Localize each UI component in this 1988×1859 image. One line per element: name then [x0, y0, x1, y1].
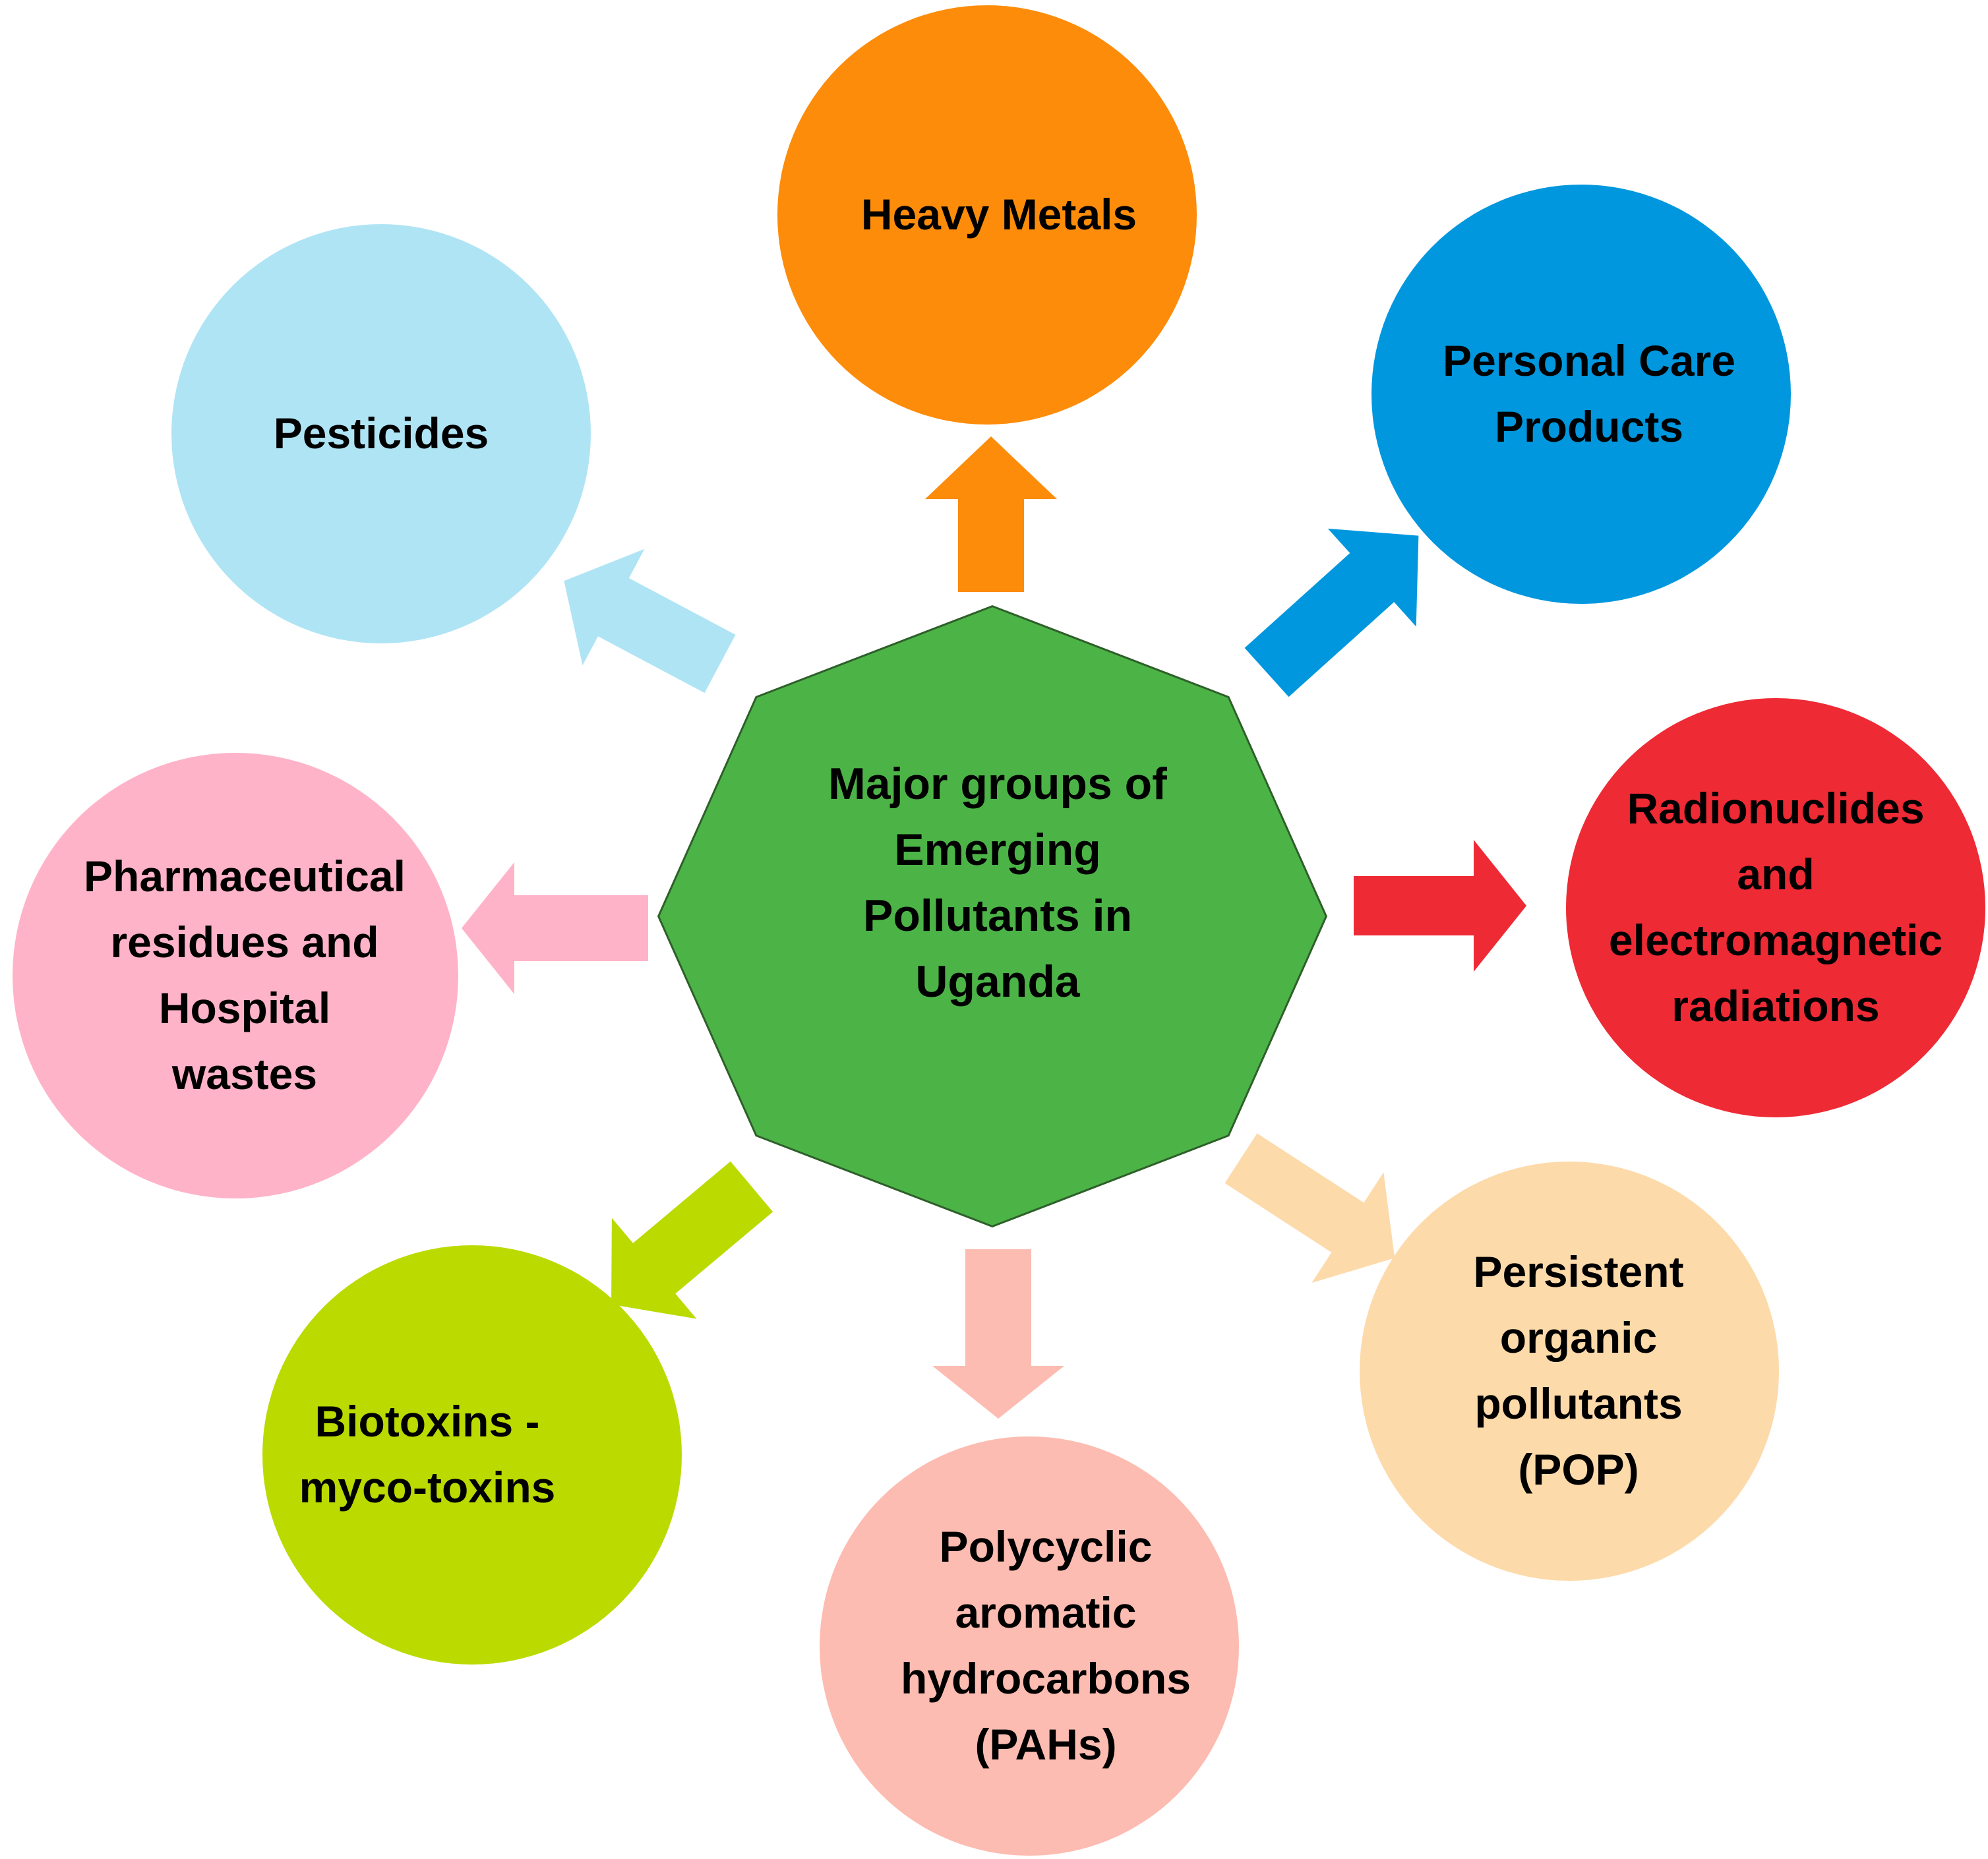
radionuclides-label-line: and — [1737, 850, 1814, 899]
heavy-metals-label-line: Heavy Metals — [861, 190, 1137, 239]
pharmaceutical-residues-arrow — [462, 862, 648, 994]
pesticides-node: Pesticides — [171, 224, 591, 643]
heavy-metals-arrow — [925, 436, 1057, 592]
radionuclides-label-line: Radionuclides — [1627, 784, 1924, 833]
pahs-label-line: (PAHs) — [975, 1720, 1116, 1769]
heavy-metals-node: Heavy Metals — [777, 5, 1197, 425]
persistent-organic-pollutants-label-line: (POP) — [1518, 1445, 1639, 1494]
center-title-line: Uganda — [915, 957, 1081, 1007]
heavy-metals-circle — [777, 5, 1197, 425]
radionuclides-node: Radionuclides and electromagnetic radiation… — [1566, 698, 1985, 1117]
center-title-line: Emerging — [894, 825, 1101, 875]
pesticides-label-line: Pesticides — [274, 409, 489, 457]
pahs-label-line: Polycyclic — [940, 1522, 1153, 1571]
persistent-organic-pollutants-label-line: pollutants — [1474, 1379, 1682, 1428]
center-title-line: Major groups of — [828, 759, 1167, 809]
radionuclides-circle — [1566, 698, 1985, 1117]
pharmaceutical-residues-label-line: residues and — [110, 918, 378, 966]
arrows-layer — [462, 436, 1526, 1419]
pahs-node: Polycyclic aromatic hydrocarbons (PAHs) — [820, 1436, 1239, 1856]
center-title-line: Pollutants in — [863, 891, 1132, 941]
persistent-organic-pollutants-label-line: Persistent — [1473, 1247, 1683, 1296]
biotoxins-arrow — [611, 1161, 773, 1319]
pahs-arrow — [932, 1249, 1064, 1419]
radionuclides-label-line: radiations — [1672, 982, 1879, 1030]
radionuclides-label-line: electromagnetic — [1609, 916, 1943, 964]
biotoxins-label-line: Biotoxins - — [315, 1397, 540, 1446]
pharmaceutical-residues-circle — [13, 753, 458, 1198]
center-octagon — [657, 605, 1328, 1228]
pahs-circle — [820, 1436, 1239, 1856]
persistent-organic-pollutants-node: Persistent organic pollutants (POP) — [1360, 1162, 1779, 1581]
pharmaceutical-residues-label-line: Hospital — [159, 984, 330, 1032]
persistent-organic-pollutants-label-line: organic — [1500, 1313, 1657, 1362]
pharmaceutical-residues-label-line: Pharmaceutical — [84, 852, 406, 900]
pahs-label-line: aromatic — [955, 1588, 1136, 1637]
pharmaceutical-residues-label-line: wastes — [171, 1049, 317, 1098]
biotoxins-node: Biotoxins - myco-toxins — [262, 1245, 682, 1665]
pesticides-circle — [171, 224, 591, 643]
personal-care-products-arrow — [1244, 528, 1419, 697]
persistent-organic-pollutants-arrow — [1224, 1133, 1395, 1283]
personal-care-products-label-line: Personal Care — [1443, 336, 1735, 385]
personal-care-products-circle — [1371, 185, 1791, 604]
pesticides-arrow — [564, 548, 736, 693]
personal-care-products-label-line: Products — [1495, 402, 1683, 451]
persistent-organic-pollutants-circle — [1360, 1162, 1779, 1581]
pahs-label-line: hydrocarbons — [901, 1654, 1191, 1703]
biotoxins-label-line: myco-toxins — [299, 1463, 556, 1512]
radionuclides-arrow — [1354, 840, 1526, 972]
biotoxins-circle — [262, 1245, 682, 1665]
